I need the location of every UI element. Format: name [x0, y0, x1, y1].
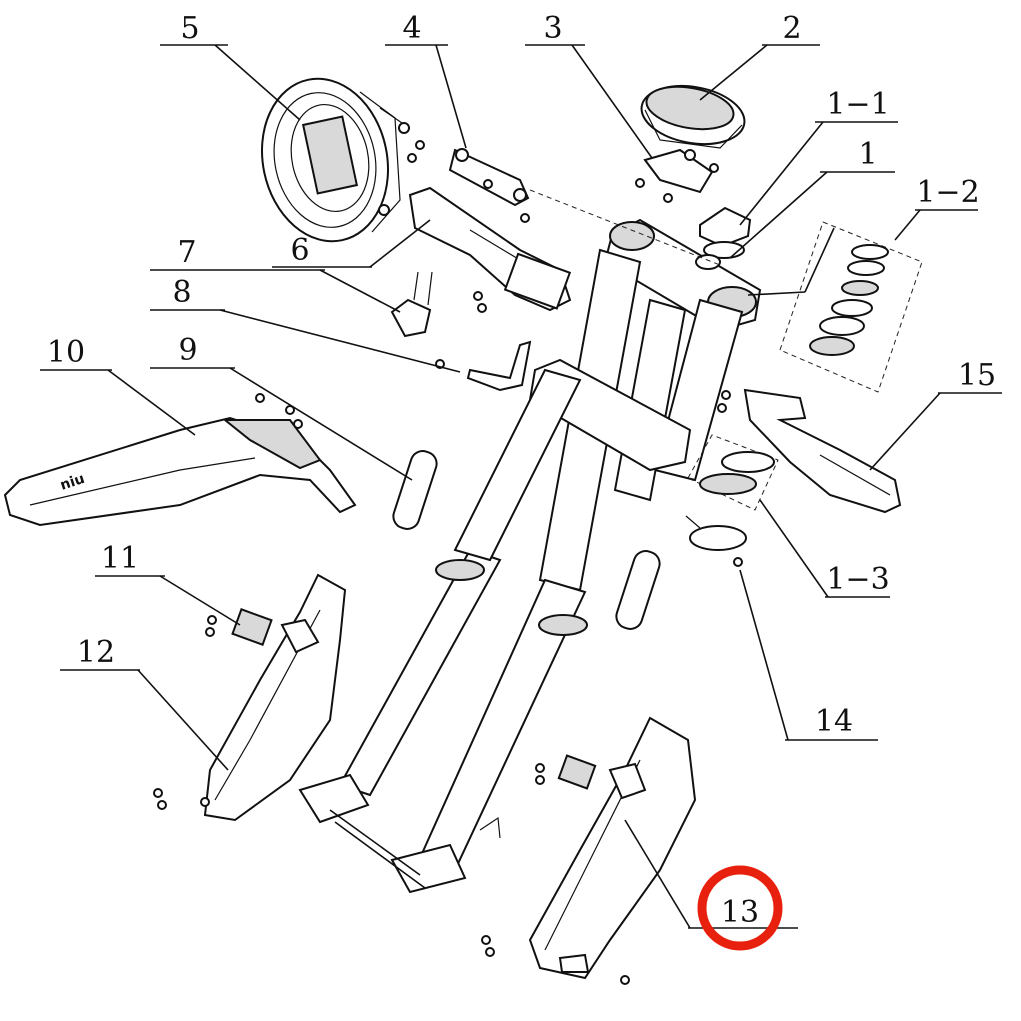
callout-13: 13 [721, 895, 759, 930]
nut-part [699, 206, 752, 259]
callout-1-2: 1−2 [916, 175, 979, 210]
right-grip-part [717, 388, 902, 514]
callout-15: 15 [958, 358, 996, 393]
callout-10: 10 [47, 335, 85, 370]
bearing-kit-part [779, 221, 923, 393]
callout-14: 14 [815, 704, 853, 739]
callout-11: 11 [101, 541, 139, 576]
callout-1-1: 1−1 [826, 87, 889, 122]
clamp-ring-part [685, 515, 747, 567]
block-part [390, 271, 433, 338]
assembly-guide [529, 189, 721, 266]
headlight-part [261, 77, 410, 243]
left-fork-guard-part [153, 573, 347, 822]
callout-9: 9 [178, 333, 197, 368]
callout-4: 4 [402, 11, 421, 46]
fork-tubes-part [298, 248, 744, 894]
callout-7: 7 [177, 235, 196, 270]
callout-6: 6 [290, 233, 309, 268]
clamp-part [635, 148, 719, 203]
bracket-part [407, 140, 530, 223]
reflector-part [392, 450, 661, 630]
lever-part [435, 340, 532, 392]
front-fender-part [3, 393, 357, 527]
callout-3: 3 [543, 11, 562, 46]
left-grip-part [408, 186, 572, 313]
callout-1: 1 [858, 137, 877, 172]
leader-lines [40, 44, 1002, 929]
callout-12: 12 [77, 635, 115, 670]
dashboard-part [640, 84, 746, 149]
callout-1-3: 1−3 [826, 562, 889, 597]
lower-bearing-part [687, 434, 779, 511]
highlight-circle [697, 865, 783, 951]
callout-5: 5 [180, 11, 199, 46]
fender-brand-text: niu [58, 471, 86, 494]
right-fork-guard-part [481, 716, 697, 985]
callout-2: 2 [782, 11, 801, 46]
callout-8: 8 [172, 275, 191, 310]
